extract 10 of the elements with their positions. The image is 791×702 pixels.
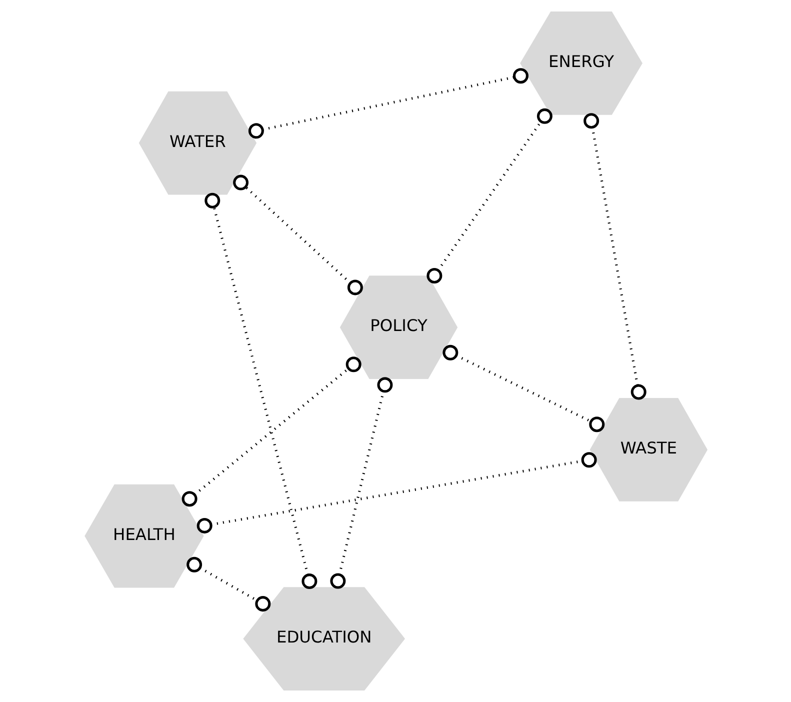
connector (248, 68, 528, 139)
connector (232, 174, 362, 296)
connector (442, 344, 604, 432)
connector (181, 356, 361, 507)
connector (426, 108, 552, 284)
connector (330, 377, 392, 589)
connector (186, 556, 270, 612)
connector (204, 192, 317, 590)
connector (196, 452, 596, 534)
connector (583, 113, 646, 400)
